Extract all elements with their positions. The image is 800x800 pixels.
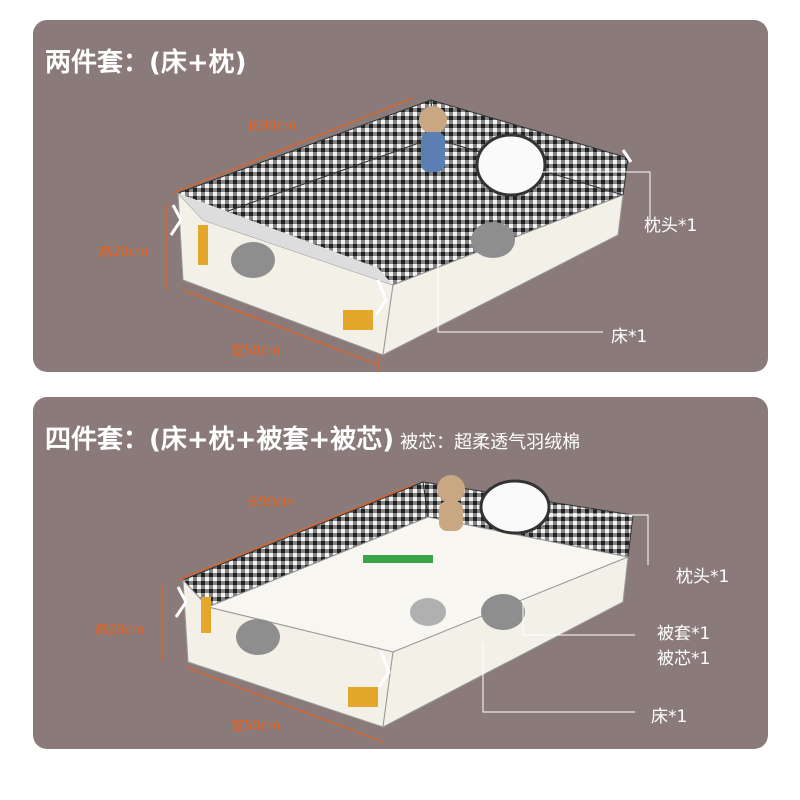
bed-label: 床*1 (651, 707, 688, 727)
bed-illustration (162, 475, 649, 743)
width-label: 宽50cm (231, 719, 281, 734)
set-subtitle: 被芯：超柔透气羽绒棉 (400, 432, 581, 453)
bed-label: 床*1 (611, 327, 648, 347)
giraffe-print (201, 597, 211, 633)
teddy-bear-head (437, 475, 465, 503)
teddy-bear-head (419, 106, 447, 134)
elephant-print-left (231, 242, 275, 278)
set-title: 四件套：(床+枕+被套+被芯)被芯：超柔透气羽绒棉 (45, 419, 580, 456)
bed-illustration (165, 97, 651, 372)
pillow (479, 479, 551, 535)
set-title: 两件套：(床+枕) (45, 42, 253, 79)
height-label: 高20cm (95, 623, 145, 638)
crocodile-print (363, 555, 433, 563)
set-title-text: 四件套：(床+枕+被套+被芯) (45, 425, 395, 455)
height-label: 高20cm (99, 245, 149, 260)
width-label: 宽50cm (231, 344, 281, 359)
lion-print (343, 310, 373, 330)
quilt-core-label: 被芯*1 (657, 649, 711, 669)
pillow-label: 枕头*1 (676, 567, 730, 587)
quilt-cover-label: 被套*1 (657, 624, 711, 644)
teddy-bear-body (421, 132, 445, 172)
pillow (475, 133, 547, 197)
elephant-print-right (471, 222, 515, 258)
giraffe-print (198, 225, 208, 265)
length-label: 长90cm (247, 119, 297, 134)
set-title-text: 两件套：(床+枕) (45, 48, 247, 78)
length-label: 长90cm (246, 495, 296, 510)
pillow-label: 枕头*1 (644, 216, 698, 236)
elephant-print-quilt (410, 598, 446, 626)
elephant-print-left (236, 619, 280, 655)
two-piece-set-panel: 两件套：(床+枕) (33, 20, 768, 372)
four-piece-set-panel: 四件套：(床+枕+被套+被芯)被芯：超柔透气羽绒棉 长90cm 高 (33, 397, 768, 749)
elephant-print-right (481, 594, 525, 630)
lion-print (348, 687, 378, 707)
teddy-bear-body (439, 501, 463, 531)
